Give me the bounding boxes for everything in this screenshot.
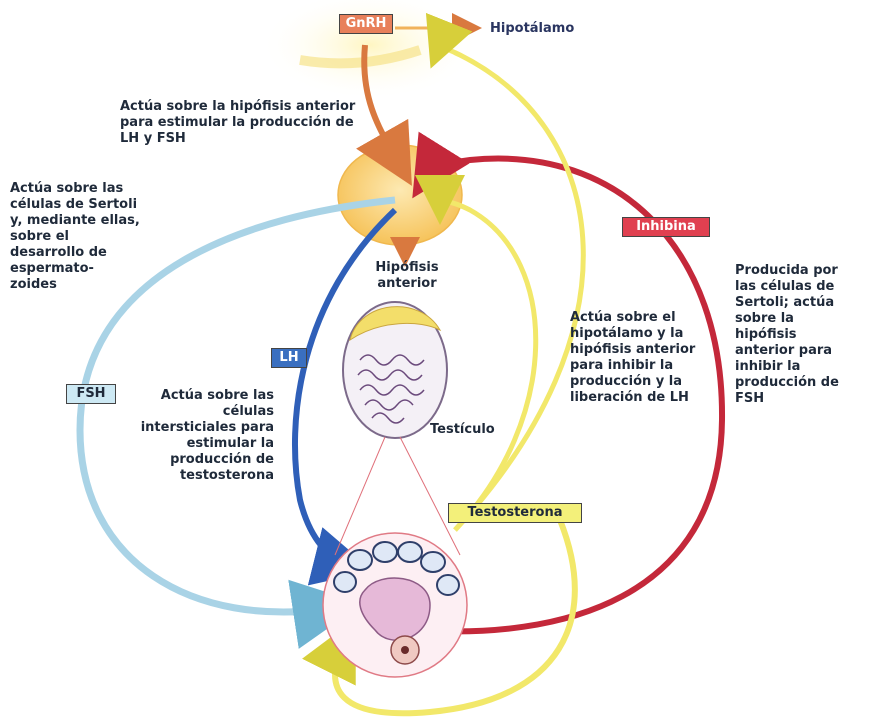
- gnrh-label: GnRH: [339, 14, 393, 34]
- testosterona-label: Testosterona: [448, 503, 582, 523]
- testiculo-label: Testículo: [430, 422, 495, 438]
- lh-action-note: Actúa sobre las células intersticiales p…: [128, 388, 274, 484]
- lh-label: LH: [271, 348, 307, 368]
- gnrh-action-note: Actúa sobre la hipófisis anterior para e…: [120, 99, 370, 147]
- fsh-action-note: Actúa sobre las células de Sertoli y, me…: [10, 181, 145, 293]
- lumen-center: [401, 646, 409, 654]
- inhibina-action-note: Producida por las células de Sertoli; ac…: [735, 263, 855, 407]
- fsh-label: FSH: [66, 384, 116, 404]
- testosterona-to-hypothalamus-arrow: [438, 48, 583, 530]
- inhibina-label: Inhibina: [622, 217, 710, 237]
- hipofisis-anterior-label: Hipófisis anterior: [372, 260, 442, 292]
- hipotalamo-label: Hipotálamo: [490, 21, 574, 37]
- testosterona-to-pituitary-arrow: [440, 202, 536, 530]
- testosterona-action-note: Actúa sobre el hipotálamo y la hipófisis…: [570, 310, 702, 406]
